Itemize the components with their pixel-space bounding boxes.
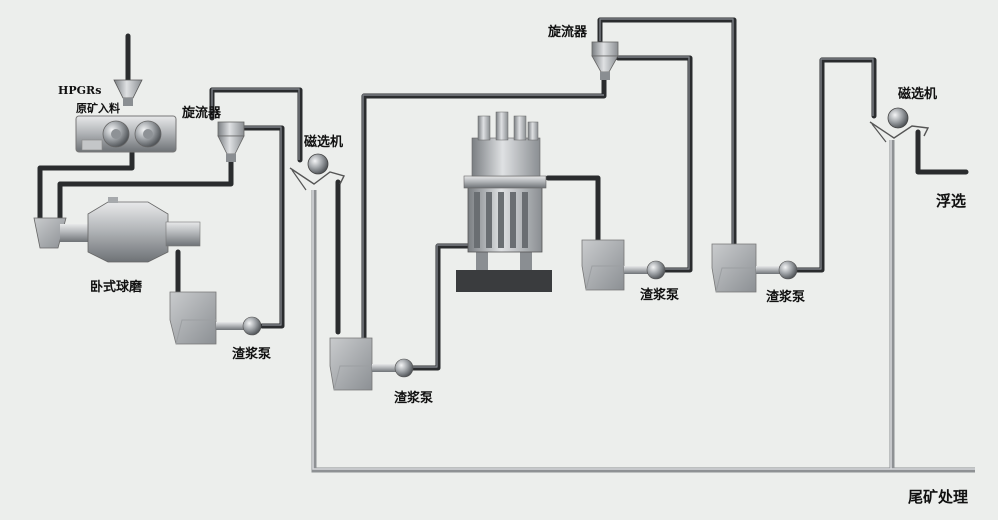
magnetic-separator-2-label: 磁选机 [898,86,937,102]
sump-4 [711,243,757,293]
cyclone-2 [591,41,619,80]
slurry-pump-1-label: 渣浆泵 [232,346,271,362]
slurry-pump-4-label: 渣浆泵 [766,289,805,305]
slurry-pump-2-label: 渣浆泵 [394,390,433,406]
slurry-pump-3 [624,260,666,280]
cyclone-1 [217,121,245,162]
stirred-mill [456,111,552,292]
tailings-label: 尾矿处理 [908,488,968,506]
cyclone-2-label: 旋流器 [547,24,588,40]
slurry-pump-2 [372,358,414,378]
slurry-pump-3-label: 渣浆泵 [640,287,679,303]
slurry-pipes [37,17,969,371]
slurry-pump-4 [756,260,798,280]
slurry-pump-1 [216,316,262,336]
sump-1 [169,291,217,345]
magnetic-separator-1-label: 磁选机 [304,134,343,150]
ball-mill-label: 卧式球磨 [90,279,142,295]
magnetic-separator-2 [869,107,930,143]
sump-3 [581,239,625,291]
feed-hopper [113,79,143,99]
hpgrs-label: HPGRs [58,84,101,97]
flotation-label: 浮选 [936,192,966,210]
cyclone-1-label: 旋流器 [181,105,222,121]
tailings-pipes [311,140,975,473]
hpgr-unit [75,79,177,153]
magnetic-separator-1 [289,153,346,191]
raw-feed-label: 原矿入料 [76,101,120,115]
ball-mill [33,197,201,263]
sump-2 [329,337,373,391]
